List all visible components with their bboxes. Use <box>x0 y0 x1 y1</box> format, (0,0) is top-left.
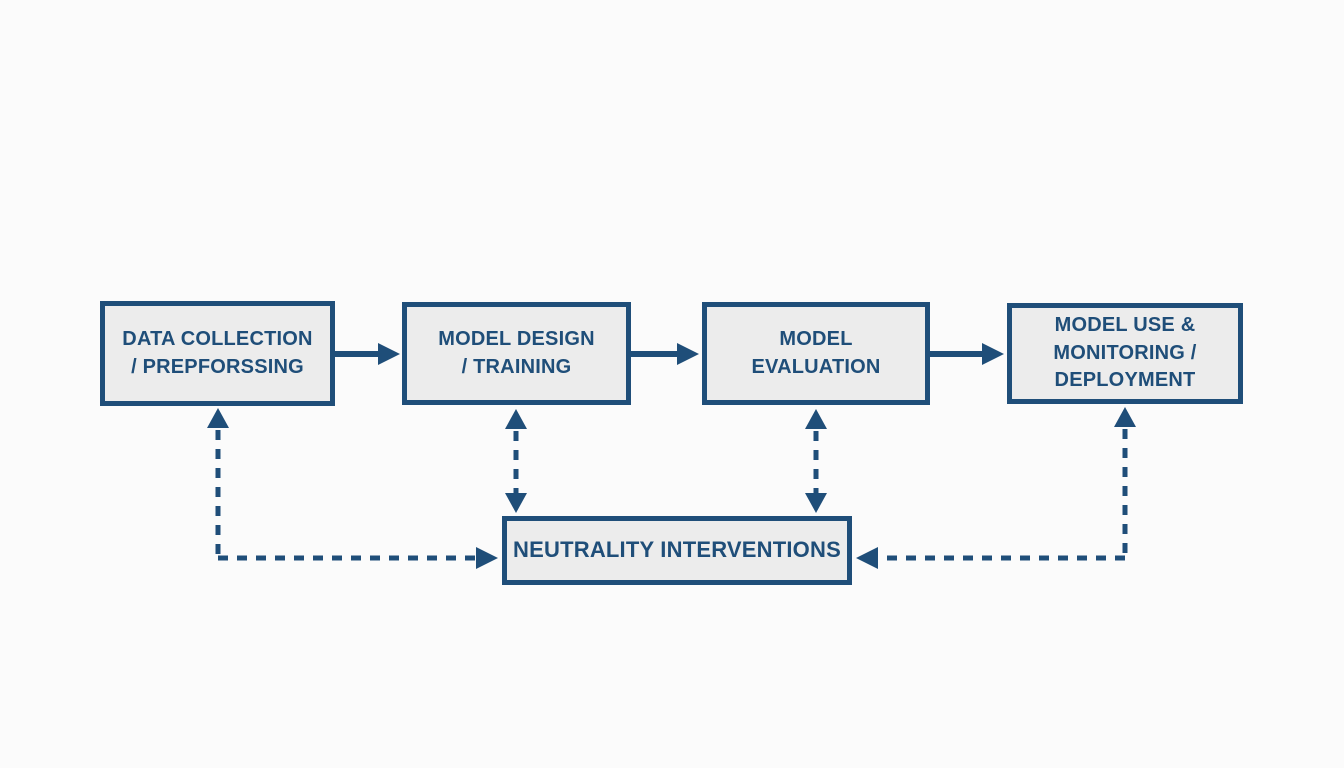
arrowhead-down-icon <box>805 493 827 513</box>
flow-box-data-collection-preprocessing: DATA COLLECTION / PREPFORSSING <box>100 301 335 406</box>
arrowhead-right-icon <box>378 343 400 365</box>
arrowhead-left-icon <box>856 547 878 569</box>
flow-box-neutrality-interventions: NEUTRALITY INTERVENTIONS <box>502 516 852 585</box>
arrowhead-up-icon <box>805 409 827 429</box>
solid-arrow-1 <box>335 343 400 365</box>
arrowhead-down-icon <box>505 493 527 513</box>
arrowhead-up-icon <box>207 408 229 428</box>
box-label: MODEL EVALUATION <box>751 327 881 378</box>
box-label: DATA COLLECTION / PREPFORSSING <box>122 327 313 378</box>
arrowhead-up-icon <box>505 409 527 429</box>
arrowhead-right-icon <box>677 343 699 365</box>
arrowhead-up-icon <box>1114 407 1136 427</box>
arrowhead-right-icon <box>982 343 1004 365</box>
flow-box-model-design-training: MODEL DESIGN / TRAINING <box>402 302 631 405</box>
dashed-connector-model-design <box>505 409 527 513</box>
flow-box-model-use-monitoring-deployment: MODEL USE & MONITORING / DEPLOYMENT <box>1007 303 1243 404</box>
dashed-connector-model-evaluation <box>805 409 827 513</box>
solid-arrow-3 <box>930 343 1004 365</box>
dashed-connector-model-use <box>856 407 1136 569</box>
dashed-connector-data-collection <box>207 408 498 569</box>
box-label: MODEL DESIGN / TRAINING <box>438 327 595 378</box>
flow-box-model-evaluation: MODEL EVALUATION <box>702 302 930 405</box>
box-label: NEUTRALITY INTERVENTIONS <box>513 537 841 563</box>
solid-arrow-2 <box>631 343 699 365</box>
box-label: MODEL USE & MONITORING / DEPLOYMENT <box>1053 314 1197 392</box>
arrowhead-right-icon <box>476 547 498 569</box>
